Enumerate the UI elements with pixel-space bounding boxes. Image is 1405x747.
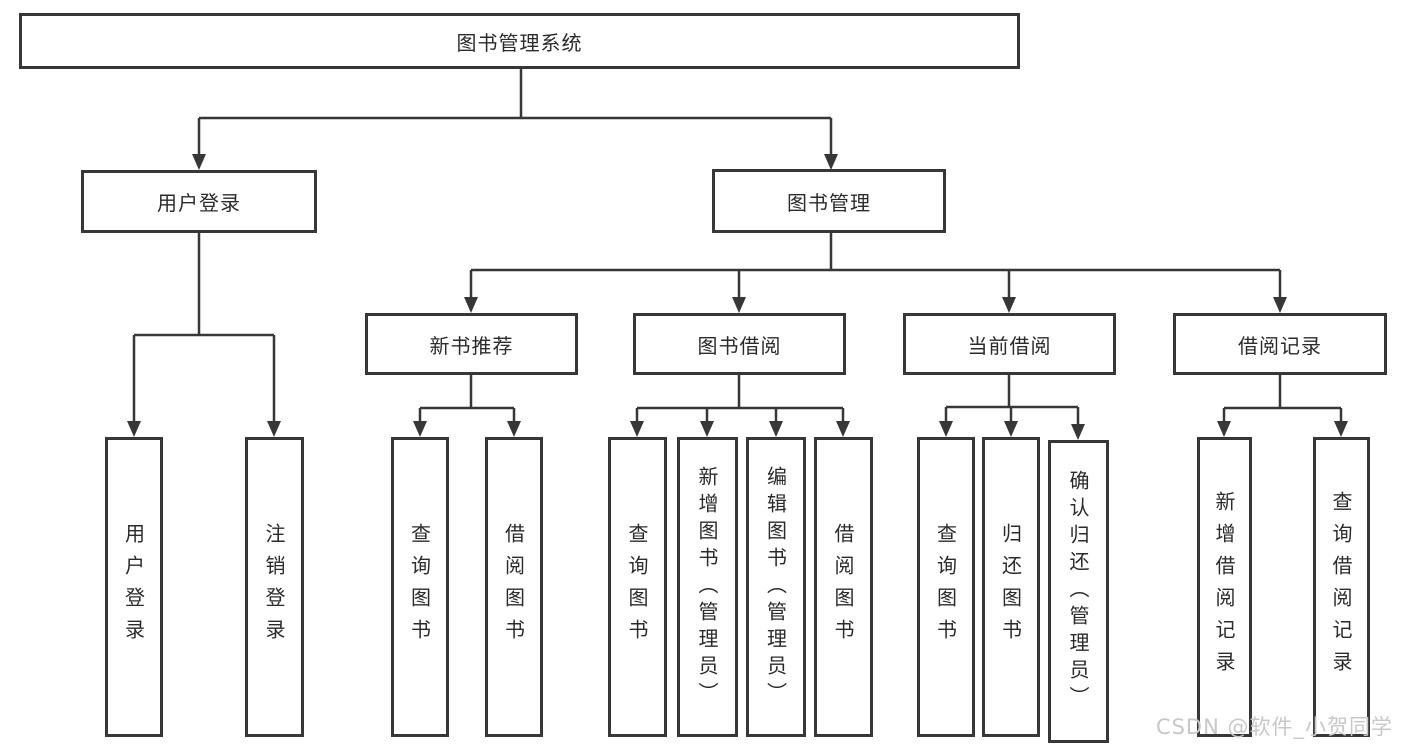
node-box-book-management: 图书管理: [712, 169, 946, 233]
node-label-leaf-borrow-books-1: 借阅图书: [501, 523, 526, 651]
node-box-leaf-query-borrow-record: 查询借阅记录: [1313, 437, 1370, 737]
node-label-leaf-borrow-books-2: 借阅图书: [831, 523, 855, 651]
node-box-leaf-logout: 注销登录: [245, 437, 304, 737]
connector-user-login-branch: [132, 233, 276, 424]
node-label-book-management: 图书管理: [787, 190, 871, 215]
node-label-user-login: 用户登录: [157, 191, 241, 215]
node-label-leaf-edit-books-admin: 编辑图书（管理员）: [763, 465, 788, 709]
node-label-leaf-logout: 注销登录: [262, 523, 286, 651]
connector-current-borrow-branch: [944, 375, 1080, 427]
connector-root-to-level2: [197, 68, 833, 156]
node-label-book-borrow: 图书借阅: [697, 333, 782, 358]
node-box-leaf-confirm-return-admin: 确认归还（管理员）: [1048, 440, 1109, 743]
node-label-leaf-return-books: 归还图书: [998, 523, 1023, 651]
node-box-borrow-records: 借阅记录: [1173, 313, 1387, 375]
node-box-book-borrow: 图书借阅: [633, 313, 846, 375]
connector-book-borrow-branch: [635, 375, 845, 424]
node-label-current-borrow: 当前借阅: [967, 333, 1052, 358]
node-label-leaf-confirm-return-admin: 确认归还（管理员）: [1066, 470, 1090, 713]
node-box-new-book-recommend: 新书推荐: [365, 313, 578, 375]
node-box-leaf-user-login: 用户登录: [105, 437, 163, 737]
node-box-current-borrow: 当前借阅: [903, 313, 1116, 375]
node-label-leaf-user-login: 用户登录: [121, 523, 146, 651]
node-box-root: 图书管理系统: [19, 13, 1020, 69]
node-label-leaf-add-borrow-record: 新增借阅记录: [1212, 491, 1236, 683]
connector-book-management-branch: [469, 232, 1282, 300]
connector-borrow-record-branch: [1222, 375, 1343, 424]
connector-new-book-branch: [418, 375, 516, 424]
node-box-leaf-query-books-3: 查询图书: [917, 437, 975, 737]
node-label-leaf-query-books-1: 查询图书: [407, 523, 432, 651]
node-box-leaf-return-books: 归还图书: [982, 437, 1040, 737]
arrowheads: [127, 154, 1348, 440]
node-label-new-book-recommend: 新书推荐: [429, 333, 514, 358]
watermark: CSDN @软件_小贺同学: [1155, 715, 1393, 739]
node-box-leaf-query-books-1: 查询图书: [391, 437, 449, 737]
node-label-leaf-query-borrow-record: 查询借阅记录: [1329, 491, 1353, 683]
node-label-root: 图书管理系统: [456, 30, 583, 55]
node-label-leaf-query-books-3: 查询图书: [933, 523, 958, 651]
node-label-borrow-records: 借阅记录: [1238, 333, 1322, 358]
node-box-leaf-add-borrow-record: 新增借阅记录: [1197, 437, 1252, 737]
node-label-leaf-add-books-admin: 新增图书（管理员）: [695, 465, 719, 709]
node-label-leaf-query-books-2: 查询图书: [625, 523, 649, 651]
node-box-leaf-query-books-2: 查询图书: [608, 437, 667, 737]
node-box-user-login: 用户登录: [81, 170, 317, 233]
node-box-leaf-add-books-admin: 新增图书（管理员）: [677, 437, 738, 737]
node-box-leaf-borrow-books-2: 借阅图书: [814, 437, 873, 737]
node-box-leaf-edit-books-admin: 编辑图书（管理员）: [746, 437, 806, 737]
node-box-leaf-borrow-books-1: 借阅图书: [485, 437, 543, 737]
